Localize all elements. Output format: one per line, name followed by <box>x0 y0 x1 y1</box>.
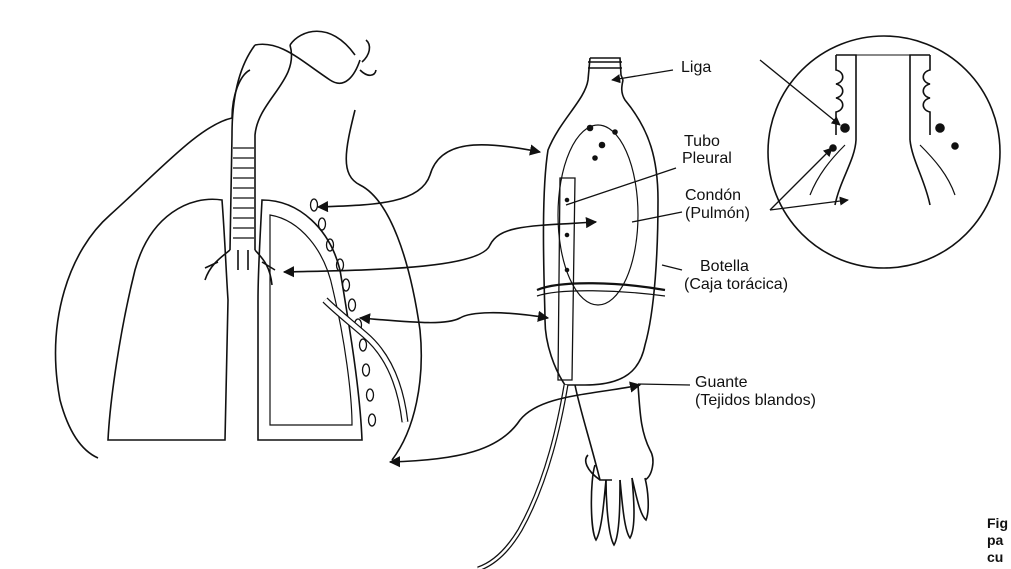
label-tejidos-blandos: (Tejidos blandos) <box>695 392 816 410</box>
correspondence-arrows <box>284 145 640 462</box>
label-pleural: Pleural <box>682 150 732 168</box>
bottle <box>537 58 665 385</box>
left-lung <box>108 199 228 440</box>
drain-tube <box>478 385 566 569</box>
caption-fragment-3: cu <box>987 549 1003 565</box>
label-caja-toracica: (Caja torácica) <box>684 276 788 294</box>
label-botella: Botella <box>700 258 749 276</box>
caption-fragment-2: pa <box>987 532 1003 548</box>
label-condon: Condón <box>685 187 741 205</box>
trachea <box>205 31 376 285</box>
glove <box>575 385 653 545</box>
label-pulmon: (Pulmón) <box>685 205 750 223</box>
detail-circle <box>768 36 1000 268</box>
label-guante: Guante <box>695 374 747 392</box>
label-liga: Liga <box>681 59 711 77</box>
caption-fragment-1: Fig <box>987 515 1008 531</box>
label-tubo: Tubo <box>684 133 720 151</box>
